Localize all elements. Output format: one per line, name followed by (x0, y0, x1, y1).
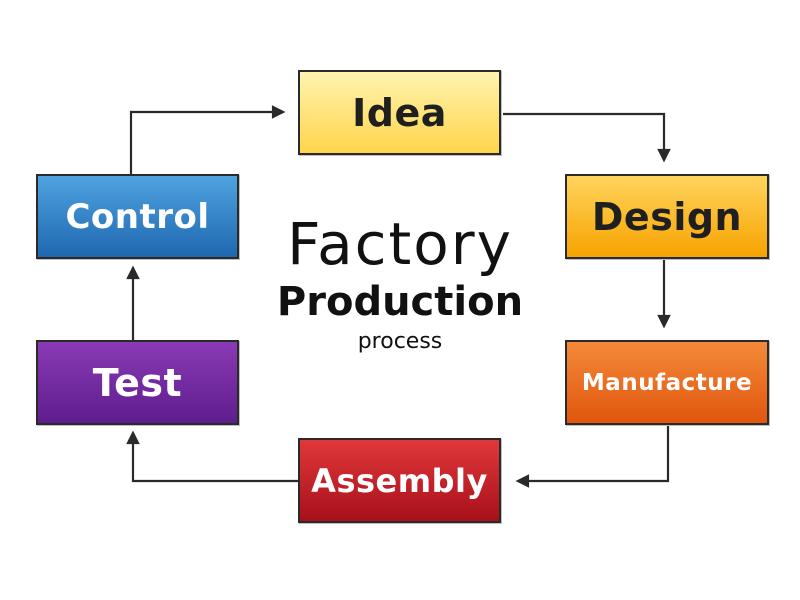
arrow-manufacture-to-assembly (518, 426, 670, 481)
step-design: Design (565, 174, 769, 259)
step-label: Control (65, 196, 210, 237)
step-assembly: Assembly (298, 438, 501, 523)
arrow-control-to-idea (129, 112, 283, 174)
step-label: Test (92, 360, 183, 405)
title-line-production: Production (276, 279, 524, 325)
arrow-idea-to-design (503, 112, 664, 160)
step-label: Manufacture (581, 369, 753, 396)
title-line-factory: Factory (287, 210, 513, 278)
step-label: Idea (352, 90, 447, 135)
title-line-process: process (357, 329, 443, 354)
step-test: Test (36, 340, 239, 425)
step-idea: Idea (298, 70, 501, 155)
step-manufacture: Manufacture (565, 340, 769, 425)
step-control: Control (36, 174, 239, 259)
step-label: Assembly (311, 461, 488, 500)
diagram-title: Factory Production process (240, 210, 560, 356)
arrow-assembly-to-test (133, 433, 298, 483)
step-label: Design (591, 194, 743, 239)
